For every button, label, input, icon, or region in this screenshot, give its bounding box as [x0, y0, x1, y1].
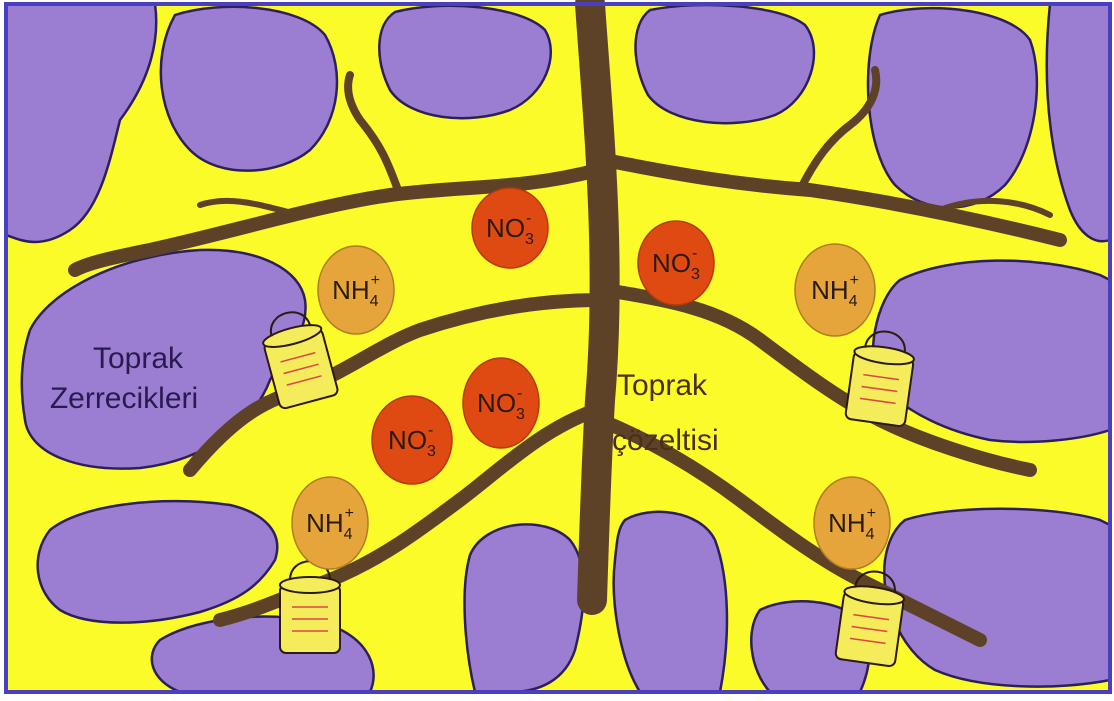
nitrate-ion-3: NO3-	[463, 358, 539, 448]
soil-particle-top-3	[379, 6, 550, 118]
soil-particle-bottom-center-right	[614, 512, 727, 692]
ammonium-ion-3: NH4+	[292, 477, 368, 569]
ammonium-ion-4: NH4+	[814, 477, 890, 569]
soil-particle-bottom-center-left	[465, 524, 584, 692]
soil-solution-label-line1: Toprak	[617, 369, 708, 402]
soil-solution-label-line2: çözeltisi	[612, 424, 719, 457]
ammonium-ion-1: NH4+	[318, 246, 394, 334]
nitrate-ion-1: NO3-	[472, 188, 548, 268]
soil-particle-top-4	[636, 5, 814, 123]
carrier-rim	[280, 577, 340, 593]
soil-particle-top-2	[161, 7, 337, 171]
soil-particles-label-line2: Zerrecikleri	[50, 382, 198, 415]
ammonium-ion-2: NH4+	[795, 244, 875, 336]
nitrate-ion-4: NO3-	[372, 396, 452, 484]
soil-particles-label-line1: Toprak	[93, 342, 184, 375]
soil-particle-top-5	[868, 8, 1037, 207]
nitrate-ion-2: NO3-	[638, 221, 714, 305]
